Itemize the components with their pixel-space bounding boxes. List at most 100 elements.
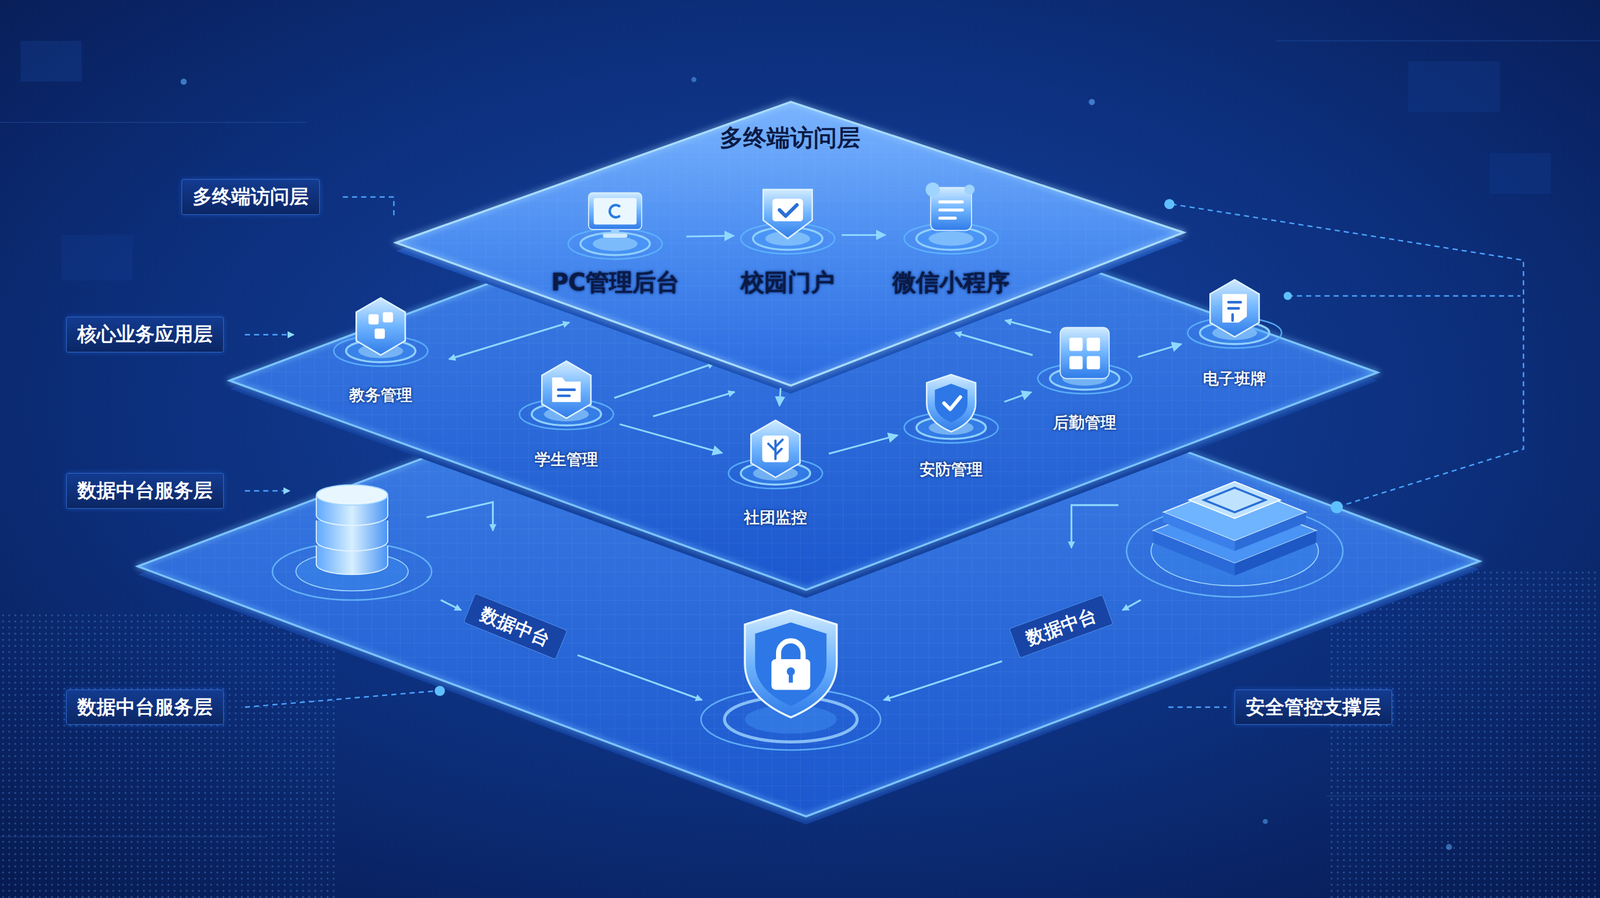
module-icon — [519, 361, 614, 430]
module-icon — [1037, 327, 1132, 395]
chip-stack-icon-part — [1234, 512, 1307, 552]
module-icon — [740, 189, 835, 255]
module-icon — [333, 298, 428, 367]
module-node-text: PC管理后台 — [551, 268, 680, 297]
module-icon-part — [1086, 356, 1101, 370]
flow-arrows-part — [955, 332, 1033, 355]
module-icon — [568, 192, 662, 259]
module-icon-part — [558, 390, 575, 396]
layer-label: 数据中台服务层 — [66, 689, 224, 726]
layer-label: 安全管控支撑层 — [1234, 689, 1393, 726]
module-icon-part — [603, 233, 628, 238]
leader-dots-part — [434, 685, 445, 696]
data-tag: 数据中台 — [1009, 595, 1114, 659]
module-node: 微信小程序 — [887, 173, 1015, 297]
module-icon-part — [374, 328, 385, 339]
module-icon-part — [1209, 279, 1260, 338]
module-icon-part — [588, 192, 642, 230]
module-node-text: 微信小程序 — [892, 268, 1010, 297]
background-part — [1489, 152, 1552, 194]
icon-holder — [1183, 267, 1286, 369]
database-icon-part — [316, 484, 388, 506]
module-node-text: 安防管理 — [904, 459, 998, 480]
module-icon-part — [552, 377, 581, 403]
module-icon — [904, 374, 998, 444]
background-part — [1407, 61, 1500, 113]
module-icon-part — [779, 204, 798, 217]
leader-lines-part — [1171, 204, 1524, 508]
layer-label-text: 数据中台服务层 — [77, 478, 213, 504]
module-icon-part — [1086, 337, 1101, 352]
chip-stack-icon — [1126, 481, 1343, 598]
module-icon-part — [963, 185, 974, 196]
leader-lines-part — [1168, 706, 1227, 709]
layer-label-text: 核心业务应用层 — [77, 322, 213, 348]
module-icon-part — [925, 182, 940, 197]
flow-arrows-part — [1122, 600, 1141, 611]
icon-holder — [515, 349, 618, 450]
plane-outline-part — [395, 101, 1184, 386]
module-icon — [1187, 279, 1282, 349]
leader-dots-part — [1283, 292, 1292, 301]
plane-outline-part — [395, 101, 1184, 386]
module-icon-part — [750, 420, 800, 478]
flow-arrow — [1004, 392, 1032, 403]
background-part — [20, 40, 82, 82]
module-node-text: 校园门户 — [740, 268, 835, 297]
leader-dots-part — [1330, 501, 1343, 514]
background-part — [61, 234, 133, 281]
module-node-text: 学生管理 — [520, 449, 613, 470]
module-icon-part — [763, 189, 813, 239]
flow-arrows-part — [883, 661, 1003, 701]
module-icon-part — [1069, 337, 1083, 352]
flow-arrows-part — [426, 502, 493, 532]
leader-lines-part — [244, 691, 437, 708]
leader-dots-part — [1164, 199, 1175, 210]
data-tag-text: 数据中台 — [1023, 603, 1100, 651]
module-node: 社团监控 — [724, 408, 827, 528]
module-icon-part — [926, 374, 976, 433]
module-icon-part — [541, 361, 591, 419]
flow-arrows-part — [577, 655, 703, 701]
module-icon-part — [368, 314, 379, 325]
module-node-text: 社团监控 — [729, 507, 822, 528]
module-icon — [728, 420, 823, 490]
module-icon-part — [593, 197, 637, 225]
module-icon-part — [768, 439, 783, 460]
layer-label: 数据中台服务层 — [66, 473, 224, 509]
background-part — [1326, 571, 1600, 898]
flow-arrows-part — [440, 600, 462, 611]
module-icon-part — [609, 204, 620, 218]
icon-holder — [887, 173, 1015, 269]
data-tag-text: 数据中台 — [477, 602, 554, 652]
shield-lock-icon-part — [788, 674, 793, 684]
layer-label-text: 数据中台服务层 — [77, 695, 213, 721]
layer-plane-text: 多终端访问层 — [395, 123, 1184, 152]
background-part — [0, 612, 337, 898]
module-node: 学生管理 — [515, 349, 618, 470]
module-icon-part — [934, 383, 968, 423]
flow-arrows-part — [1071, 505, 1119, 549]
icon-holder — [546, 178, 685, 269]
module-node-text: 后勤管理 — [1038, 412, 1131, 433]
module-icon-part — [928, 231, 974, 246]
icon-holder — [900, 362, 1003, 460]
icon-holder — [329, 285, 432, 385]
module-icon-part — [944, 397, 961, 410]
module-icon-part — [1228, 302, 1241, 321]
shield-lock-icon-part — [771, 659, 810, 690]
background-part — [180, 78, 187, 85]
module-icon-part — [592, 236, 638, 251]
shield-lock-icon-part — [754, 622, 827, 707]
shield-lock-icon-part — [744, 610, 837, 718]
database-icon — [272, 484, 432, 601]
chip-stack-icon-part — [1188, 481, 1281, 519]
module-icon — [904, 182, 998, 255]
leader-lines-part — [1287, 295, 1521, 297]
module-icon-part — [1222, 293, 1247, 323]
layer-label: 核心业务应用层 — [66, 316, 224, 353]
flow-arrow — [779, 388, 781, 406]
chip-stack-icon-part — [1204, 487, 1266, 513]
